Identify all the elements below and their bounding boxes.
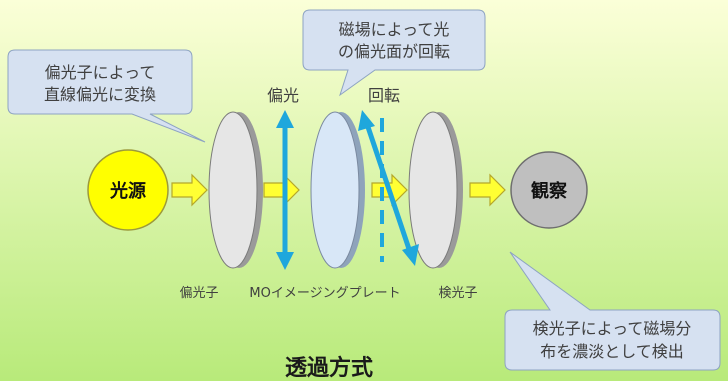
- callout-polarizer-line-1: 偏光子によって: [45, 63, 156, 82]
- callout-analyzer: [504, 251, 721, 371]
- analyzer-disc: [408, 111, 463, 269]
- analyzer-label: 検光子: [438, 286, 477, 301]
- light-source-node: [87, 149, 169, 231]
- callout-mo-plate-line-2: の偏光面が回転: [338, 42, 450, 61]
- linear-polarization-arrow: [276, 110, 294, 270]
- polarizer-disc: [208, 111, 263, 269]
- mo-imaging-plate-disc: [310, 111, 365, 269]
- rotated-polarization-arrow: [358, 110, 419, 266]
- diagram-title: 透過方式: [285, 355, 373, 381]
- arrow-analyzer-to-observation: [469, 173, 506, 207]
- polarized-light-label: 偏光: [267, 86, 299, 105]
- callout-analyzer-line-2: 布を濃淡として検出: [540, 342, 684, 361]
- callout-mo-plate-line-1: 磁場によって光: [339, 20, 450, 39]
- callout-mo-plate: [302, 9, 486, 97]
- rotation-label: 回転: [368, 86, 400, 105]
- callout-polarizer-line-2: 直線偏光に変換: [44, 85, 156, 104]
- callout-analyzer-line-1: 検光子によって磁場分: [533, 319, 692, 338]
- arrow-source-to-polarizer: [171, 173, 208, 207]
- mo-imaging-plate-label: MOイメージングプレート: [249, 286, 400, 301]
- observation-label: 観察: [531, 180, 568, 202]
- callout-polarizer: [7, 49, 206, 143]
- polarizer-label: 偏光子: [179, 286, 218, 301]
- observation-node: [510, 151, 588, 229]
- light-source-label: 光源: [109, 180, 146, 202]
